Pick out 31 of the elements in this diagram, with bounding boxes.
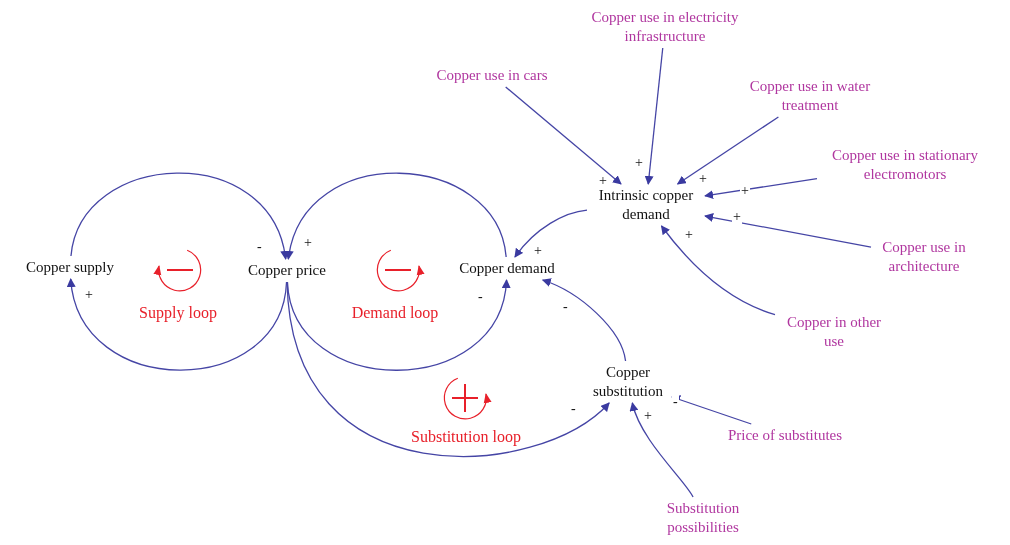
causal-arrow bbox=[286, 279, 510, 371]
variable-label: Intrinsic copper demand bbox=[597, 186, 695, 224]
variable-label: Copper substitution bbox=[592, 363, 664, 401]
causal-arrow bbox=[541, 278, 627, 362]
variable-label: Copper price bbox=[248, 261, 326, 280]
external-factor-label: Copper in other use bbox=[785, 313, 883, 351]
causal-arrow bbox=[704, 177, 818, 200]
causal-arrow bbox=[630, 402, 694, 498]
external-factor-label: Copper use in electricity infrastructure bbox=[590, 8, 740, 46]
causal-arrow bbox=[286, 172, 507, 260]
causal-arrow bbox=[286, 281, 610, 458]
causal-arrow bbox=[505, 86, 622, 185]
causal-arrow bbox=[644, 47, 664, 185]
loop-name: Demand loop bbox=[351, 304, 439, 322]
causal-arrow bbox=[660, 225, 776, 316]
causal-arrow bbox=[514, 209, 588, 258]
polarity-sign: + bbox=[732, 210, 742, 224]
external-factor-label: Substitution possibilities bbox=[665, 499, 741, 537]
causal-arrow bbox=[704, 213, 872, 248]
external-factor-label: Copper use in cars bbox=[436, 66, 548, 85]
loop-name: Substitution loop bbox=[411, 428, 521, 446]
variable-label: Copper demand bbox=[459, 259, 555, 278]
loop-name: Supply loop bbox=[139, 304, 217, 322]
external-factor-label: Price of substitutes bbox=[727, 426, 843, 445]
external-factor-label: Copper use in architecture bbox=[881, 238, 967, 276]
causal-arrow bbox=[67, 278, 288, 371]
causal-arrow bbox=[70, 172, 288, 260]
external-factor-label: Copper use in stationary electromotors bbox=[830, 146, 980, 184]
external-factor-label: Copper use in water treatment bbox=[748, 77, 872, 115]
causal-arrow bbox=[676, 116, 780, 185]
variable-label: Copper supply bbox=[26, 258, 114, 277]
